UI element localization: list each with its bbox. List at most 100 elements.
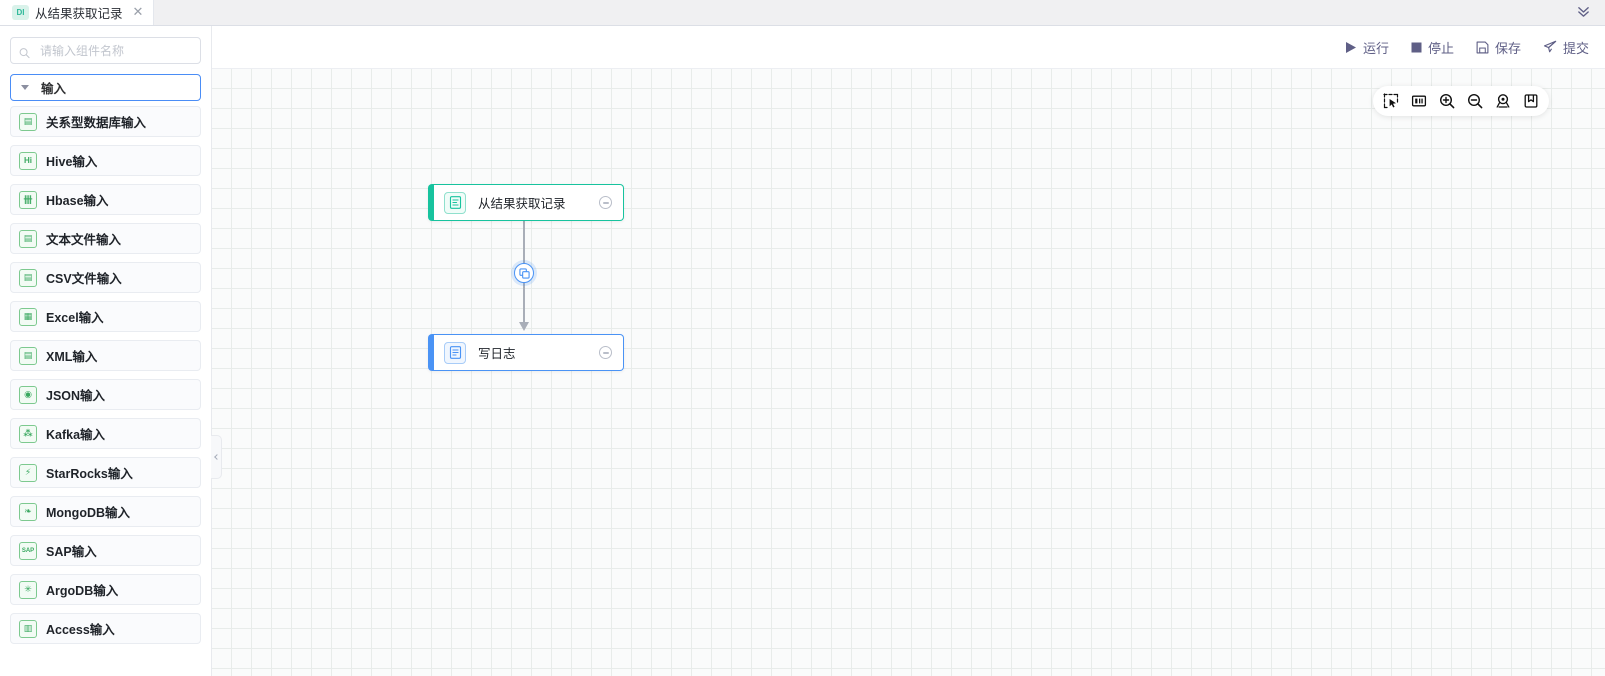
search-input[interactable]	[38, 38, 200, 63]
collapse-port-icon[interactable]	[599, 196, 612, 209]
map-pin-search-icon	[1495, 93, 1511, 109]
search-box[interactable]	[10, 37, 201, 64]
locate-tool[interactable]	[1489, 87, 1517, 115]
stop-button-label: 停止	[1427, 40, 1454, 56]
component-panel: 输入 ▤关系型数据库输入HiHive输入卌Hbase输入▤文本文件输入▤CSV文…	[0, 26, 212, 676]
component-item[interactable]: ▤ XML输入	[10, 340, 201, 371]
component-item[interactable]: ⁂ Kafka输入	[10, 418, 201, 449]
component-item[interactable]: ✳ ArgoDB输入	[10, 574, 201, 605]
run-button[interactable]: 运行	[1345, 38, 1389, 57]
node-accent-bar	[428, 184, 434, 221]
paper-plane-icon	[1543, 40, 1557, 54]
node-get-records-from-result[interactable]: 从结果获取记录	[428, 184, 624, 221]
component-item[interactable]: ▦ Excel输入	[10, 301, 201, 332]
select-marquee-tool[interactable]	[1377, 87, 1405, 115]
caret-down-icon	[21, 85, 29, 90]
component-item[interactable]: ▤ 文本文件输入	[10, 223, 201, 254]
collapse-port-icon[interactable]	[599, 346, 612, 359]
chevron-double-down-icon[interactable]	[1576, 5, 1591, 20]
component-item[interactable]: ▤ CSV文件输入	[10, 262, 201, 293]
stop-button[interactable]: 停止	[1411, 38, 1454, 57]
component-item[interactable]: ❧MongoDB输入	[10, 496, 201, 527]
tab-get-records-from-result[interactable]: DI 从结果获取记录 ✕	[0, 0, 155, 25]
zoom-in-icon	[1439, 93, 1455, 109]
component-item[interactable]: SAP SAP输入	[10, 535, 201, 566]
bookmark-tool[interactable]	[1517, 87, 1545, 115]
canvas-toolbar	[1373, 86, 1549, 116]
component-item-label: 关系型数据库输入	[46, 116, 147, 130]
component-item-label: Excel输入	[46, 311, 104, 325]
component-item-label: SAP输入	[46, 545, 97, 559]
save-button[interactable]: 保存	[1476, 38, 1521, 57]
sap-icon: SAP	[19, 541, 37, 560]
xml-file-icon: ▤	[19, 346, 37, 365]
hive-icon: Hi	[19, 151, 37, 170]
node-write-log[interactable]: 写日志	[428, 334, 624, 371]
search-area	[0, 26, 211, 64]
run-button-label: 运行	[1362, 40, 1389, 56]
submit-button-label: 提交	[1562, 40, 1589, 56]
write-log-icon	[444, 341, 466, 364]
get-records-from-result-icon	[444, 191, 466, 214]
edge-arrowhead	[519, 322, 529, 331]
chevron-left-icon	[214, 454, 220, 460]
node-title: 写日志	[478, 347, 516, 361]
component-item-label: Kafka输入	[46, 428, 106, 442]
component-item[interactable]: ▤关系型数据库输入	[10, 106, 201, 137]
component-item-label: XML输入	[46, 350, 98, 364]
component-item-label: CSV文件输入	[46, 272, 122, 286]
panel-collapse-handle[interactable]	[211, 435, 222, 479]
component-item-label: Hbase输入	[46, 194, 109, 208]
argodb-icon: ✳	[19, 580, 37, 599]
search-icon	[19, 45, 30, 58]
close-icon[interactable]: ✕	[132, 4, 144, 20]
tab-label: 从结果获取记录	[35, 6, 123, 21]
starrocks-icon: ⚡	[19, 463, 37, 482]
mongodb-icon: ❧	[19, 502, 37, 521]
component-item-label: Access输入	[46, 623, 115, 637]
fit-view-tool[interactable]	[1405, 87, 1433, 115]
component-item[interactable]: ⚡ StarRocks输入	[10, 457, 201, 488]
component-item[interactable]: ◉ JSON输入	[10, 379, 201, 410]
component-item-label: StarRocks输入	[46, 467, 133, 481]
stop-square-icon	[1411, 42, 1422, 53]
tab-type-badge-di: DI	[12, 4, 29, 20]
action-toolbar: 运行 停止 保存 提交	[212, 26, 1605, 69]
node-title: 从结果获取记录	[478, 197, 566, 211]
component-item[interactable]: Hi Hive输入	[10, 145, 201, 176]
play-icon	[1345, 41, 1357, 54]
zoom-out-icon	[1467, 93, 1483, 109]
zoom-in-tool[interactable]	[1433, 87, 1461, 115]
component-item[interactable]: 卌 Hbase输入	[10, 184, 201, 215]
hbase-icon: 卌	[19, 190, 37, 209]
json-icon: ◉	[19, 385, 37, 404]
copy-rows-icon[interactable]	[514, 263, 534, 283]
component-item-label: Hive输入	[46, 155, 98, 169]
excel-icon: ▦	[19, 307, 37, 326]
flow-canvas[interactable]: 从结果获取记录 写日志	[212, 69, 1605, 676]
zoom-out-tool[interactable]	[1461, 87, 1489, 115]
bookmark-icon	[1523, 93, 1539, 109]
tab-bar: DI 从结果获取记录 ✕	[0, 0, 1605, 26]
fit-view-icon	[1411, 93, 1427, 109]
node-body: 从结果获取记录	[434, 184, 624, 221]
category-header-input[interactable]: 输入	[10, 74, 201, 101]
category-label: 输入	[41, 82, 67, 96]
node-body: 写日志	[434, 334, 624, 371]
flow-edge[interactable]	[514, 221, 534, 336]
component-item-label: 文本文件输入	[46, 233, 122, 247]
csv-file-icon: ▤	[19, 268, 37, 287]
marquee-select-icon	[1383, 93, 1399, 109]
text-file-icon: ▤	[19, 229, 37, 248]
submit-button[interactable]: 提交	[1543, 38, 1589, 57]
node-accent-bar	[428, 334, 434, 371]
kafka-icon: ⁂	[19, 424, 37, 443]
floppy-disk-icon	[1476, 41, 1489, 54]
tab-bar-actions	[1576, 0, 1605, 25]
access-icon: ▥	[19, 619, 37, 638]
component-item-label: JSON输入	[46, 389, 106, 403]
component-item-label: ArgoDB输入	[46, 584, 119, 598]
component-item[interactable]: ▥ Access输入	[10, 613, 201, 644]
